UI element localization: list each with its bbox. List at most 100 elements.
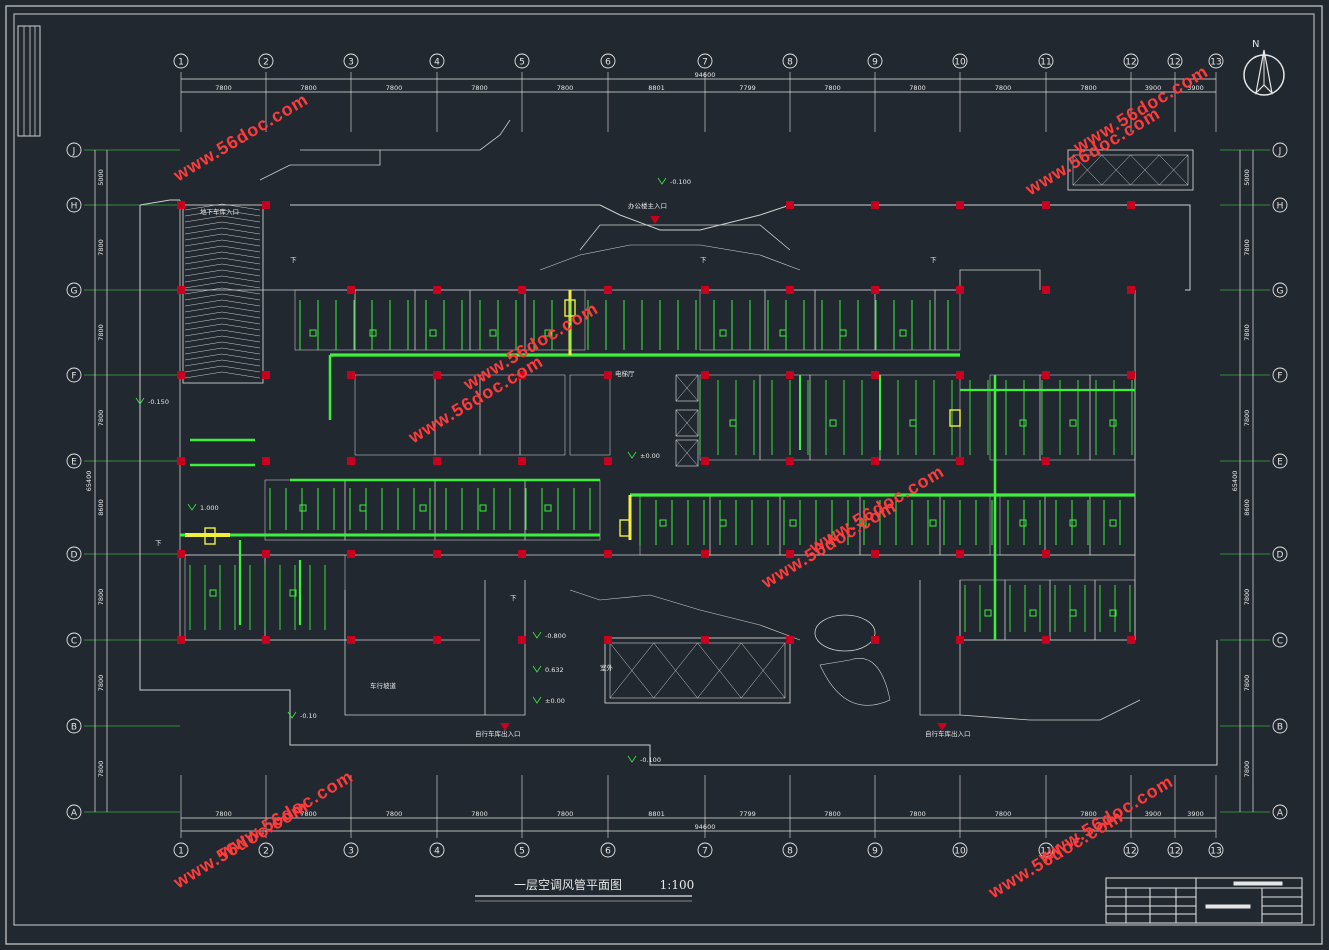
column-bubble-bottom-2-circle xyxy=(258,842,274,858)
diffuser-icon xyxy=(1109,609,1117,617)
column-spacing-bottom: 7800 xyxy=(824,810,841,818)
building-walls xyxy=(139,119,1218,766)
row-bubble-left-E-label: E xyxy=(71,458,77,468)
level-mark: 1.000 xyxy=(200,504,219,512)
row-bubble-right-B-circle xyxy=(1272,718,1288,734)
binding-strip xyxy=(17,25,41,137)
level-mark: -0.800 xyxy=(545,632,566,640)
dimension-texts: 7800780078007800780078007800780078007800… xyxy=(85,71,1251,831)
row-bubble-left-J-circle xyxy=(66,142,82,158)
column-marker xyxy=(604,550,612,558)
canopy-arc xyxy=(539,244,801,271)
ramp-hatch-line xyxy=(184,317,261,325)
level-mark-symbol-icon xyxy=(532,665,542,673)
row-bubble-right-F-circle xyxy=(1272,367,1288,383)
row-spacing-right: 7800 xyxy=(1243,410,1251,427)
column-marker xyxy=(518,550,526,558)
ramp-hatch-line xyxy=(184,269,261,277)
north-label: N xyxy=(1252,39,1259,50)
row-spacing-right: 7800 xyxy=(1243,239,1251,256)
level-mark: -0.100 xyxy=(640,756,661,764)
diffuser-icon xyxy=(209,589,217,597)
fan-coil-icon xyxy=(619,519,631,537)
column-bubble-bottom-5-label: 5 xyxy=(519,847,525,857)
entrance-marker-icon xyxy=(937,723,947,731)
canopy xyxy=(579,224,791,251)
column-bubble-top-2-circle xyxy=(258,53,274,69)
row-bubble-left-F-label: F xyxy=(71,372,76,382)
column-bubble-top-2-label: 2 xyxy=(263,58,269,68)
room-partition xyxy=(184,554,266,641)
column-bubble-bottom-10-circle xyxy=(952,842,968,858)
ramp-hatch-line xyxy=(184,239,261,247)
row-bubble-right-C-label: C xyxy=(1277,637,1283,647)
skylight-south-cross xyxy=(609,642,654,699)
level-mark-symbol-icon xyxy=(287,711,297,719)
diffuser-icon xyxy=(899,329,907,337)
ramp-hatch-line xyxy=(184,203,261,211)
column-bubble-top-14-circle xyxy=(1208,53,1224,69)
column-bubble-top-6-label: 6 xyxy=(605,58,611,68)
diffuser-icon xyxy=(719,519,727,527)
room-partition xyxy=(939,494,991,556)
elevator-shaft xyxy=(675,374,699,402)
column-marker xyxy=(433,371,441,379)
column-marker xyxy=(701,457,709,465)
label-outdoor: 室外 xyxy=(600,663,614,672)
column-bubble-top-4-label: 4 xyxy=(434,58,440,68)
ramp-hatch-line xyxy=(184,215,261,223)
column-marker xyxy=(786,201,794,209)
room-partition xyxy=(1089,494,1136,556)
row-bubble-right-E-circle xyxy=(1272,453,1288,469)
column-marker xyxy=(177,457,185,465)
column-bubble-top-13-circle xyxy=(1167,53,1183,69)
diffuser-icon xyxy=(909,419,917,427)
diffuser-icon xyxy=(1109,419,1117,427)
ramp-hatch-line xyxy=(184,209,261,217)
column-bubble-top-1-circle xyxy=(173,53,189,69)
row-spacing-left: 8600 xyxy=(97,499,105,516)
row-bubble-left-F-circle xyxy=(66,367,82,383)
room-partition xyxy=(699,374,761,461)
row-bubble-left-D-circle xyxy=(66,546,82,562)
column-bubble-top-12-label: 12 xyxy=(1125,58,1136,68)
column-bubble-bottom-13-circle xyxy=(1167,842,1183,858)
diffuser-icon xyxy=(544,329,552,337)
label-stair-down: 下 xyxy=(930,256,937,264)
row-bubble-right-D-label: D xyxy=(1277,551,1284,561)
label-stair-down: 下 xyxy=(290,256,297,264)
column-marker xyxy=(1127,286,1135,294)
entrance-marker-icon xyxy=(261,201,271,209)
column-bubble-bottom-14-label: 13 xyxy=(1210,847,1221,857)
row-bubble-right-F-label: F xyxy=(1277,372,1282,382)
column-spacing-top: 3900 xyxy=(1187,84,1204,92)
column-marker xyxy=(177,201,185,209)
skylight-south-cross xyxy=(741,642,786,699)
column-marker xyxy=(701,286,709,294)
skylight-south-inner xyxy=(609,642,786,699)
column-bubble-top-6-circle xyxy=(600,53,616,69)
column-marker xyxy=(956,457,964,465)
level-mark-symbol-icon xyxy=(532,631,542,639)
level-mark-symbol-icon xyxy=(627,451,637,459)
column-marker xyxy=(262,371,270,379)
curve-top xyxy=(300,119,511,151)
stair-south-1 xyxy=(484,580,526,716)
ramp-hatch-line xyxy=(184,251,261,259)
column-bubble-bottom-13-label: 12 xyxy=(1169,847,1180,857)
row-bubble-left-B-circle xyxy=(66,718,82,734)
room-partition xyxy=(814,289,876,351)
diffuser-icon xyxy=(1019,419,1027,427)
total-dimension-bottom: 94600 xyxy=(695,823,716,831)
column-marker xyxy=(433,550,441,558)
room-partition xyxy=(264,479,346,541)
row-spacing-left: 7800 xyxy=(97,589,105,606)
row-spacing-right: 8600 xyxy=(1243,499,1251,516)
row-bubble-right-G-circle xyxy=(1272,282,1288,298)
ramp-hatch-line xyxy=(184,281,261,289)
column-bubble-top-13-label: 12 xyxy=(1169,58,1180,68)
column-marker xyxy=(956,286,964,294)
plaza-oval xyxy=(814,614,876,652)
row-spacing-left: 7800 xyxy=(97,324,105,341)
row-spacing-left: 7800 xyxy=(97,410,105,427)
